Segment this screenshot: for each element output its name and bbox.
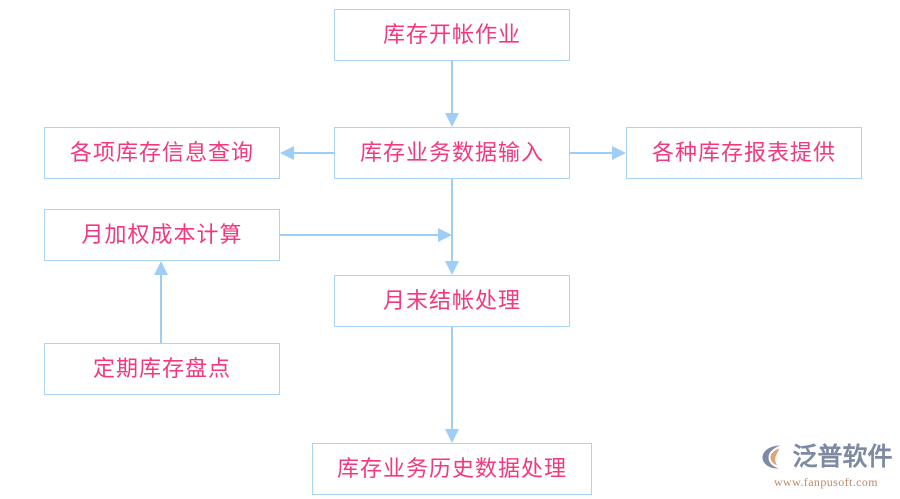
edge-close-to-history [445,327,459,443]
watermark-brand-row: 泛普软件 [759,442,893,472]
edge-input-to-close [445,179,459,275]
node-history[interactable]: 库存业务历史数据处理 [312,443,592,495]
node-open-account[interactable]: 库存开帐作业 [334,9,570,61]
node-label-data-input: 库存业务数据输入 [359,140,544,165]
watermark: 泛普软件 www.fanpusoft.com [756,438,896,494]
node-info-query[interactable]: 各项库存信息查询 [44,127,280,179]
node-data-input[interactable]: 库存业务数据输入 [334,127,570,179]
edge-input-to-reports [570,146,626,160]
node-label-history: 库存业务历史数据处理 [336,456,567,481]
node-label-open-account: 库存开帐作业 [382,22,521,47]
node-label-cost-calc: 月加权成本计算 [81,222,243,247]
node-cost-calc[interactable]: 月加权成本计算 [44,209,280,261]
watermark-url: www.fanpusoft.com [773,475,878,489]
node-reports[interactable]: 各种库存报表提供 [626,127,862,179]
node-label-month-close: 月末结帐处理 [382,288,521,313]
node-label-stocktake: 定期库存盘点 [92,356,231,381]
watermark-brand: 泛普软件 [792,442,893,471]
edge-stocktake-to-cost [154,261,168,343]
edge-open-to-input [445,61,459,127]
node-label-info-query: 各项库存信息查询 [69,140,254,165]
node-label-reports: 各种库存报表提供 [651,140,836,165]
node-month-close[interactable]: 月末结帐处理 [334,275,570,327]
edge-cost-to-trunk [280,228,452,242]
edge-input-to-query [280,146,334,160]
fanpu-logo-icon [759,442,789,472]
node-stocktake[interactable]: 定期库存盘点 [44,343,280,395]
